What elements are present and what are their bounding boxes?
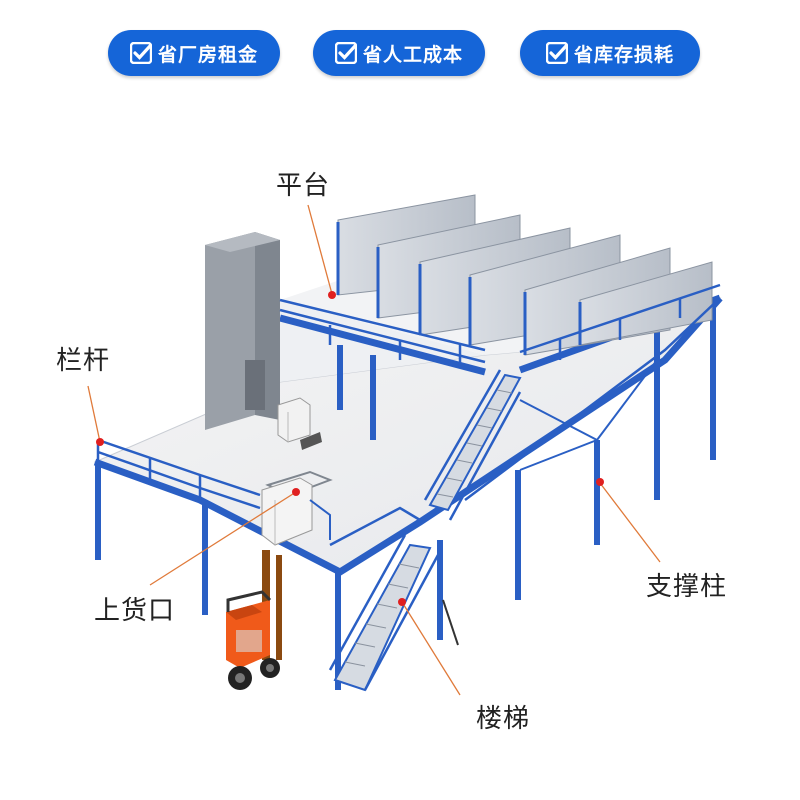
railings bbox=[96, 283, 721, 547]
checkmark-icon bbox=[129, 42, 152, 64]
callout-stairs: 楼梯 bbox=[476, 704, 531, 734]
badge-label: 省库存损耗 bbox=[573, 43, 674, 66]
callout-railing: 栏杆 bbox=[56, 346, 111, 376]
badge-label: 省厂房租金 bbox=[157, 43, 258, 66]
freight-elevator bbox=[205, 232, 280, 430]
callout-loading-port: 上货口 bbox=[94, 596, 176, 626]
callout-dots bbox=[96, 291, 604, 606]
cargo-box bbox=[277, 397, 322, 450]
upper-stairs bbox=[423, 369, 522, 521]
callout-leaders bbox=[87, 204, 661, 696]
checkmark-icon bbox=[334, 42, 357, 64]
forklift bbox=[226, 550, 282, 690]
badge-save-rent: 省厂房租金 bbox=[108, 30, 280, 76]
checkmark-icon bbox=[545, 42, 568, 64]
badge-save-labor: 省人工成本 bbox=[313, 30, 485, 76]
stand-pole bbox=[442, 599, 459, 646]
storage-racks bbox=[336, 194, 713, 356]
feature-badges: 省厂房租金 省人工成本 省库存损耗 bbox=[0, 30, 800, 78]
callout-platform: 平台 bbox=[276, 171, 331, 201]
lower-stairs bbox=[328, 534, 440, 692]
badge-save-inventory: 省库存损耗 bbox=[520, 30, 700, 76]
support-columns bbox=[95, 300, 716, 690]
loading-port bbox=[261, 470, 333, 546]
badge-label: 省人工成本 bbox=[362, 43, 463, 66]
callout-support-column: 支撑柱 bbox=[646, 572, 728, 602]
cross-bracing bbox=[519, 359, 658, 471]
